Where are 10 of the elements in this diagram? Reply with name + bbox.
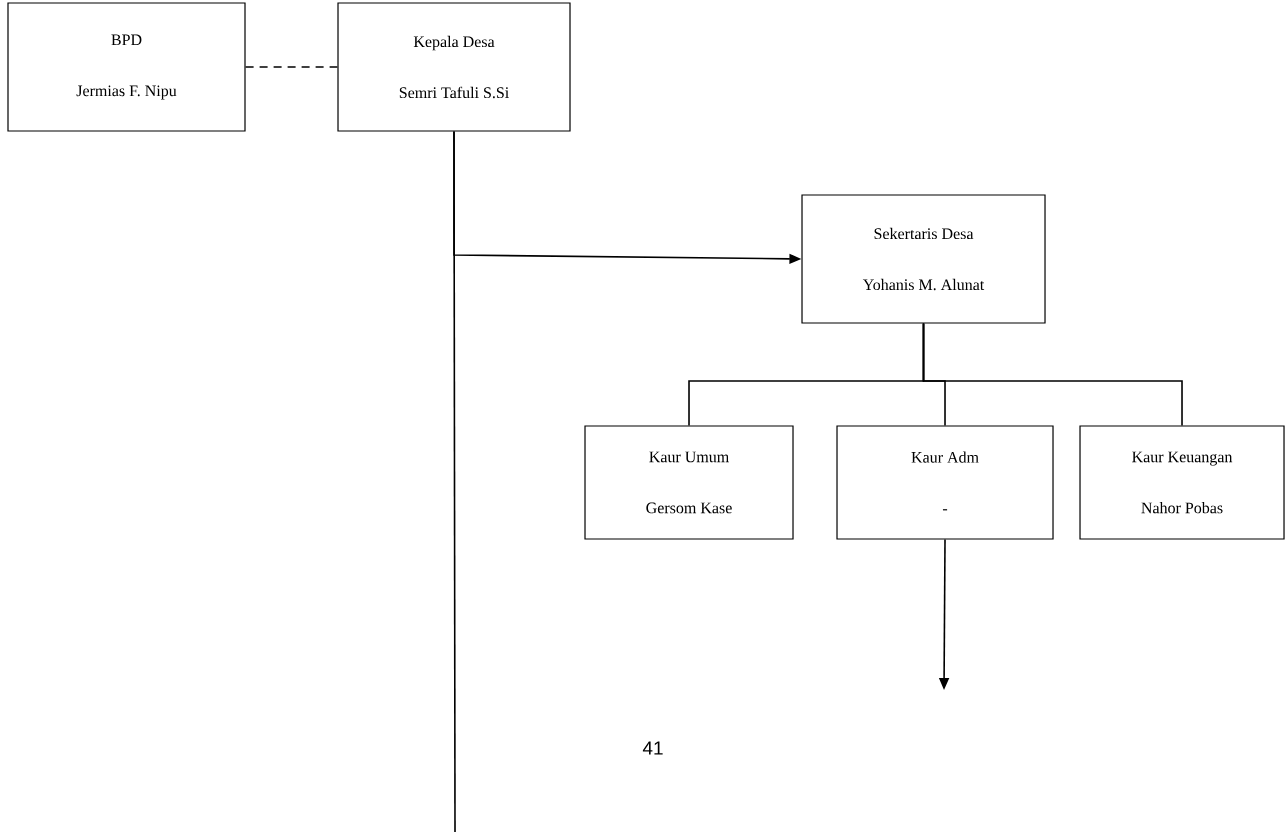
org-box: Kaur Adm - [836, 425, 1054, 540]
org-box: Sekertaris Desa Yohanis M. Alunat [801, 194, 1046, 324]
connector-line [244, 66, 339, 68]
org-box: Kaur Umum Gersom Kase [584, 425, 794, 540]
connector-line [922, 322, 1183, 427]
org-box: Kaur Keuangan Nahor Pobas [1079, 425, 1285, 540]
org-box: BPD Jermias F. Nipu [7, 2, 246, 132]
connector-line [453, 130, 456, 833]
org-box: Kepala Desa Semri Tafuli S.Si [337, 2, 571, 132]
page-number: 41 [642, 741, 663, 755]
